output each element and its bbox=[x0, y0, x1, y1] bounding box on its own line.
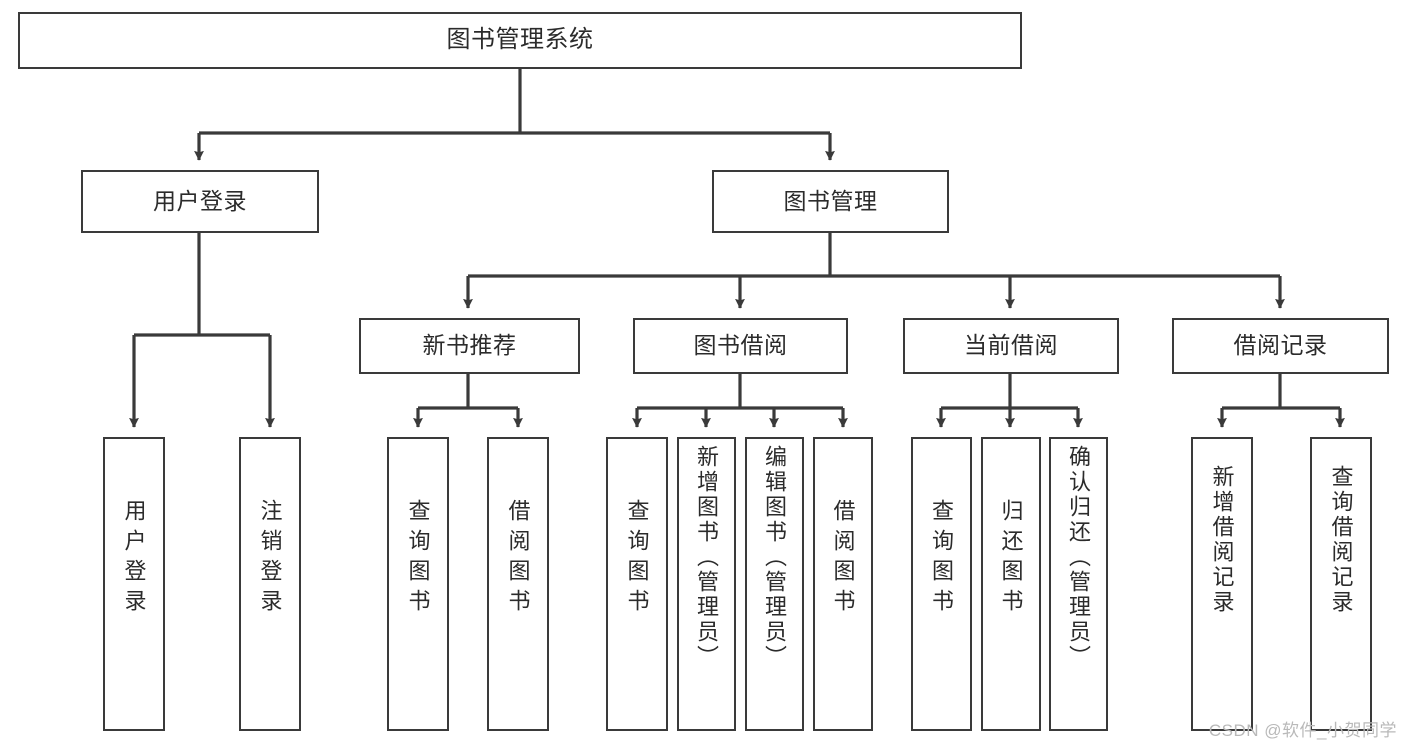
node-label: 查询图书 bbox=[405, 499, 431, 619]
node-new-book-recommend[interactable]: 新书推荐 bbox=[359, 318, 580, 374]
csdn-watermark: CSDN @软件_小贺同学 bbox=[1208, 721, 1397, 740]
node-label: 图书管理系统 bbox=[446, 26, 594, 54]
node-label: 图书管理 bbox=[783, 187, 878, 214]
node-label: 查询借阅记录 bbox=[1328, 465, 1354, 615]
leaf-edit-book-admin[interactable]: 编辑图书（管理员） bbox=[745, 437, 804, 731]
leaf-confirm-return-admin[interactable]: 确认归还（管理员） bbox=[1049, 437, 1108, 731]
node-label: 当前借阅 bbox=[964, 332, 1058, 359]
leaf-query-book-new-recommend[interactable]: 查询图书 bbox=[387, 437, 449, 731]
node-current-borrow[interactable]: 当前借阅 bbox=[903, 318, 1119, 374]
node-label: 借阅记录 bbox=[1233, 332, 1328, 359]
node-label: 图书借阅 bbox=[693, 332, 788, 359]
node-label: 借阅图书 bbox=[830, 499, 856, 619]
node-book-manage[interactable]: 图书管理 bbox=[712, 170, 949, 233]
node-label: 注销登录 bbox=[257, 499, 283, 619]
leaf-borrow-book-new-recommend[interactable]: 借阅图书 bbox=[487, 437, 549, 731]
node-label: 用户登录 bbox=[121, 499, 147, 619]
node-label: 查询图书 bbox=[929, 499, 955, 619]
node-user-login[interactable]: 用户登录 bbox=[81, 170, 319, 233]
node-label: 新书推荐 bbox=[422, 332, 517, 359]
node-label: 新增借阅记录 bbox=[1209, 465, 1235, 615]
node-root-book-management-system[interactable]: 图书管理系统 bbox=[18, 12, 1022, 69]
node-label: 借阅图书 bbox=[505, 499, 531, 619]
node-label: 确认归还（管理员） bbox=[1066, 445, 1092, 670]
leaf-logout-login[interactable]: 注销登录 bbox=[239, 437, 301, 731]
node-label: 查询图书 bbox=[624, 499, 650, 619]
leaf-add-borrow-record[interactable]: 新增借阅记录 bbox=[1191, 437, 1253, 731]
leaf-add-book-admin[interactable]: 新增图书（管理员） bbox=[677, 437, 736, 731]
node-label: 归还图书 bbox=[998, 499, 1024, 619]
node-borrow-record[interactable]: 借阅记录 bbox=[1172, 318, 1389, 374]
leaf-return-book[interactable]: 归还图书 bbox=[981, 437, 1041, 731]
leaf-borrow-book-borrow[interactable]: 借阅图书 bbox=[813, 437, 873, 731]
node-book-borrow[interactable]: 图书借阅 bbox=[633, 318, 848, 374]
leaf-query-book-borrow[interactable]: 查询图书 bbox=[606, 437, 668, 731]
leaf-query-borrow-record[interactable]: 查询借阅记录 bbox=[1310, 437, 1372, 731]
leaf-query-book-current[interactable]: 查询图书 bbox=[911, 437, 972, 731]
node-label: 新增图书（管理员） bbox=[694, 445, 720, 670]
leaf-user-login[interactable]: 用户登录 bbox=[103, 437, 165, 731]
node-label: 编辑图书（管理员） bbox=[762, 445, 788, 670]
node-label: 用户登录 bbox=[153, 187, 247, 214]
